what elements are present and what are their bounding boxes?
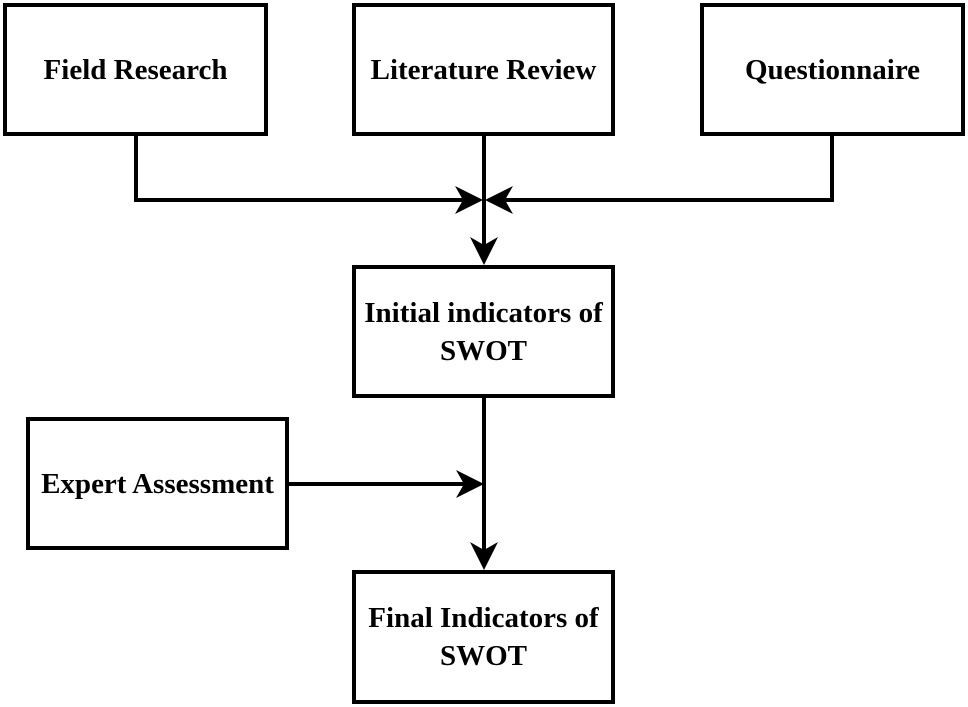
arrowhead-expert xyxy=(456,470,484,498)
literature-review-box: Literature Review xyxy=(352,3,615,136)
arrowhead-final xyxy=(470,542,498,570)
initial-indicators-box: Initial indicators of SWOT xyxy=(352,265,615,398)
field-research-box: Field Research xyxy=(3,3,268,136)
literature-review-label: Literature Review xyxy=(370,53,597,86)
connector-questionnaire-to-junction xyxy=(498,136,834,202)
final-indicators-box: Final Indicators of SWOT xyxy=(352,570,615,704)
field-research-label: Field Research xyxy=(43,53,228,86)
questionnaire-label: Questionnaire xyxy=(744,53,921,86)
arrowhead-initial xyxy=(470,237,498,265)
connector-field-to-junction xyxy=(134,136,470,202)
initial-indicators-label: Initial indicators of SWOT xyxy=(364,296,603,367)
final-indicators-label: Final Indicators of SWOT xyxy=(368,602,599,672)
expert-assessment-box: Expert Assessment xyxy=(26,417,289,550)
arrowhead-field-junction xyxy=(455,186,483,214)
arrowhead-questionnaire-junction xyxy=(485,186,513,214)
questionnaire-box: Questionnaire xyxy=(700,3,965,136)
expert-assessment-label: Expert Assessment xyxy=(41,467,274,500)
